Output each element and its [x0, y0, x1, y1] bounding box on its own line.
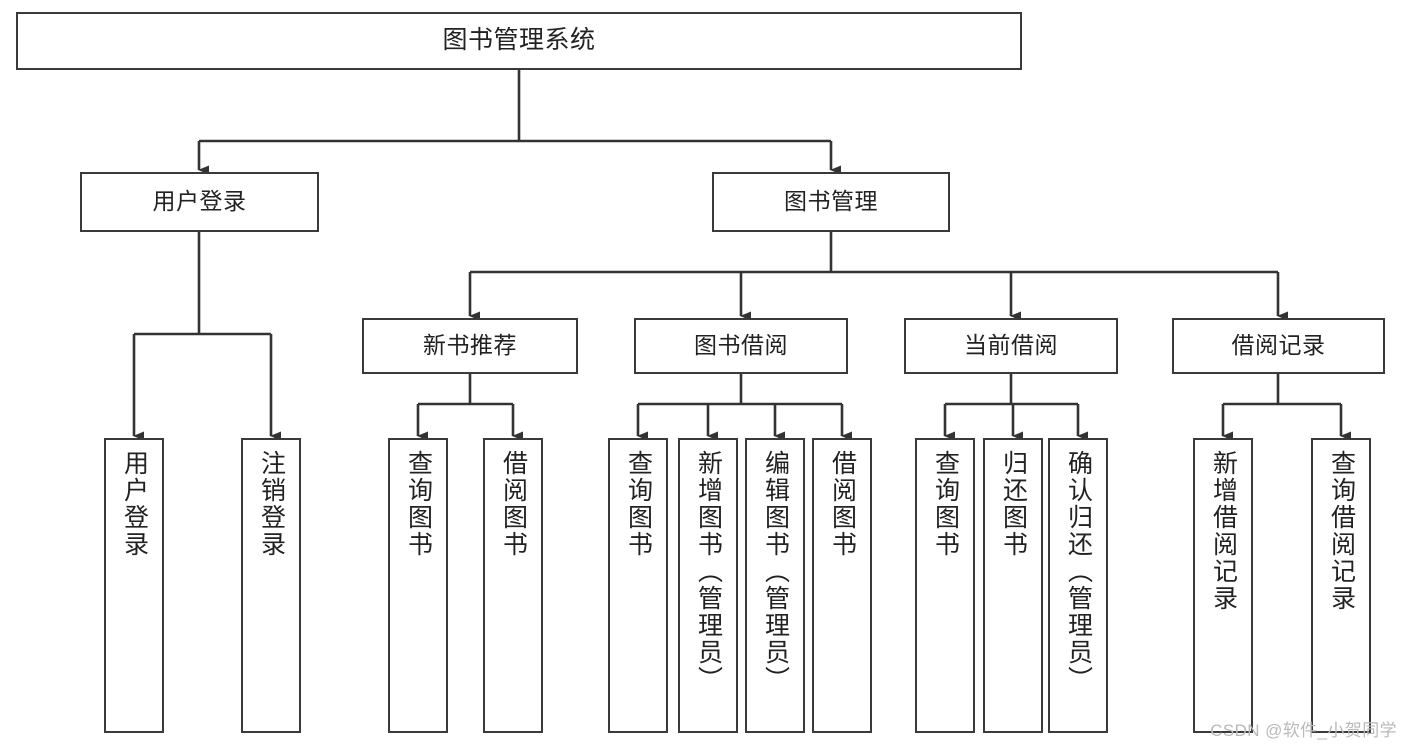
- node-leaf-query-book-current: 查询图书: [915, 438, 975, 733]
- node-leaf-return-book: 归还图书: [983, 438, 1043, 733]
- node-root: 图书管理系统: [16, 12, 1022, 70]
- node-label-book-manage: 图书管理: [784, 188, 878, 215]
- node-label-leaf-return-book: 归还图书: [999, 450, 1028, 558]
- node-borrow-record: 借阅记录: [1172, 318, 1385, 374]
- node-leaf-add-book-admin: 新增图书（管理员）: [678, 438, 738, 733]
- node-leaf-query-borrow-record: 查询借阅记录: [1311, 438, 1371, 733]
- node-new-book-recommend: 新书推荐: [362, 318, 578, 374]
- node-current-borrow: 当前借阅: [904, 318, 1118, 374]
- node-label-leaf-user-login: 用户登录: [120, 450, 149, 558]
- node-label-leaf-borrow-book-rec: 借阅图书: [499, 450, 528, 558]
- node-leaf-confirm-return-admin: 确认归还（管理员）: [1048, 438, 1108, 733]
- node-label-user-login: 用户登录: [152, 188, 247, 215]
- node-user-login: 用户登录: [80, 172, 319, 232]
- node-label-leaf-query-book-borrow: 查询图书: [624, 450, 653, 558]
- node-leaf-borrow-book: 借阅图书: [812, 438, 872, 733]
- node-label-borrow-record: 借阅记录: [1231, 332, 1326, 359]
- node-label-current-borrow: 当前借阅: [964, 332, 1058, 359]
- node-leaf-query-book-rec: 查询图书: [388, 438, 448, 733]
- node-label-book-borrow: 图书借阅: [694, 332, 788, 359]
- node-leaf-edit-book-admin: 编辑图书（管理员）: [745, 438, 805, 733]
- node-book-borrow: 图书借阅: [634, 318, 848, 374]
- node-leaf-query-book-borrow: 查询图书: [608, 438, 668, 733]
- node-label-leaf-query-book-rec: 查询图书: [404, 450, 433, 558]
- node-leaf-add-borrow-record: 新增借阅记录: [1193, 438, 1253, 733]
- node-book-manage: 图书管理: [712, 172, 950, 232]
- node-leaf-user-login: 用户登录: [104, 438, 164, 733]
- node-leaf-borrow-book-rec: 借阅图书: [483, 438, 543, 733]
- node-label-leaf-query-borrow-record: 查询借阅记录: [1327, 450, 1356, 612]
- node-label-leaf-confirm-return-admin: 确认归还（管理员）: [1064, 450, 1093, 693]
- node-label-new-book-recommend: 新书推荐: [423, 332, 517, 359]
- node-label-leaf-edit-book-admin: 编辑图书（管理员）: [761, 450, 790, 693]
- node-label-leaf-add-book-admin: 新增图书（管理员）: [694, 450, 723, 693]
- node-label-leaf-add-borrow-record: 新增借阅记录: [1209, 450, 1238, 612]
- node-leaf-user-logout: 注销登录: [241, 438, 301, 733]
- csdn-watermark: CSDN @软件_小贺同学: [1210, 721, 1397, 740]
- node-label-root: 图书管理系统: [442, 26, 596, 55]
- node-label-leaf-query-book-current: 查询图书: [931, 450, 960, 558]
- node-label-leaf-user-logout: 注销登录: [257, 450, 286, 558]
- node-label-leaf-borrow-book: 借阅图书: [828, 450, 857, 558]
